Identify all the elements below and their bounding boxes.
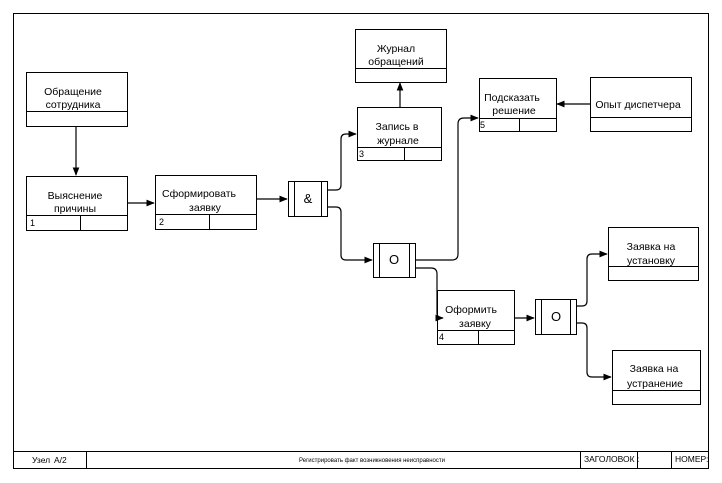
box-obrashchenie-line-1: Обращение [44,86,102,98]
box-vyyasnenie-number: 1 [30,218,35,228]
box-ustranenie-line-2: устранение [627,378,683,390]
box-obrashchenie[interactable]: Обращение сотрудника [26,72,128,127]
box-zapis-line-2: журнале [377,135,419,147]
diagram-frame [13,13,709,469]
link-and-to-or1 [328,206,373,264]
box-zapis-number: 3 [359,149,364,159]
box-sformirovat-number: 2 [159,217,164,227]
box-zapis-line-1: Запись в [376,121,419,133]
link-and-to-zapis [328,130,357,191]
box-sformirovat-line-2: заявку [189,202,222,214]
box-oformit-line-1: Оформить [445,304,497,316]
box-obrashchenie-line-2: сотрудника [46,99,101,111]
box-zapis[interactable]: Запись в журнале 3 [357,107,442,161]
junction-and[interactable]: & [288,181,328,217]
junction-or-1[interactable]: O [373,243,416,278]
junction-or-2-label: O [551,309,561,324]
box-ustranenie-line-1: Заявка на [630,363,679,375]
box-sformirovat[interactable]: Сформировать заявку 2 [155,175,257,230]
title-block: Узел A/2 Регистрировать факт возникновен… [13,451,709,469]
box-oformit[interactable]: Оформить заявку 4 [437,290,515,345]
box-zhurnal[interactable]: Журнал обращений [355,29,447,83]
link-or2-to-ustanovka [577,250,608,307]
box-podskazat[interactable]: Подсказать решение 5 [479,78,557,132]
box-ustanovka-line-1: Заявка на [627,241,676,253]
box-ustanovka[interactable]: Заявка на установку [608,227,699,281]
box-vyyasnenie[interactable]: Выяснение причины 1 [26,176,128,231]
link-or2-to-ustranenie [577,322,612,381]
link-or1-to-podskazat [416,114,479,261]
junction-and-label: & [304,191,313,206]
box-podskazat-number: 5 [480,120,485,130]
footer-number-label: НОМЕР: [675,454,708,464]
box-oformit-number: 4 [439,332,444,342]
box-ustanovka-line-2: установку [627,255,676,267]
box-zhurnal-line-1: Журнал [377,43,415,55]
footer-heading-label: ЗАГОЛОВОК : [584,454,639,464]
footer-node-value: A/2 [54,455,67,465]
box-opyt[interactable]: Опыт диспетчера [590,77,692,132]
link-or1-to-oformit [416,267,444,322]
box-ustranenie[interactable]: Заявка на устранение [612,350,701,405]
box-podskazat-line-2: решение [492,105,536,117]
box-zhurnal-line-2: обращений [368,56,424,68]
box-oformit-line-2: заявку [459,318,492,330]
box-sformirovat-line-1: Сформировать [162,188,237,200]
footer-node-label: Узел [32,455,50,465]
box-vyyasnenie-line-2: причины [54,203,96,215]
box-opyt-line-1: Опыт диспетчера [595,99,681,111]
box-vyyasnenie-line-1: Выяснение [48,190,103,202]
box-podskazat-line-1: Подсказать [484,92,540,104]
footer-title: Регистрировать факт возникновения неиспр… [299,458,445,464]
junction-or-2[interactable]: O [535,299,577,335]
junction-or-1-label: O [389,252,399,267]
